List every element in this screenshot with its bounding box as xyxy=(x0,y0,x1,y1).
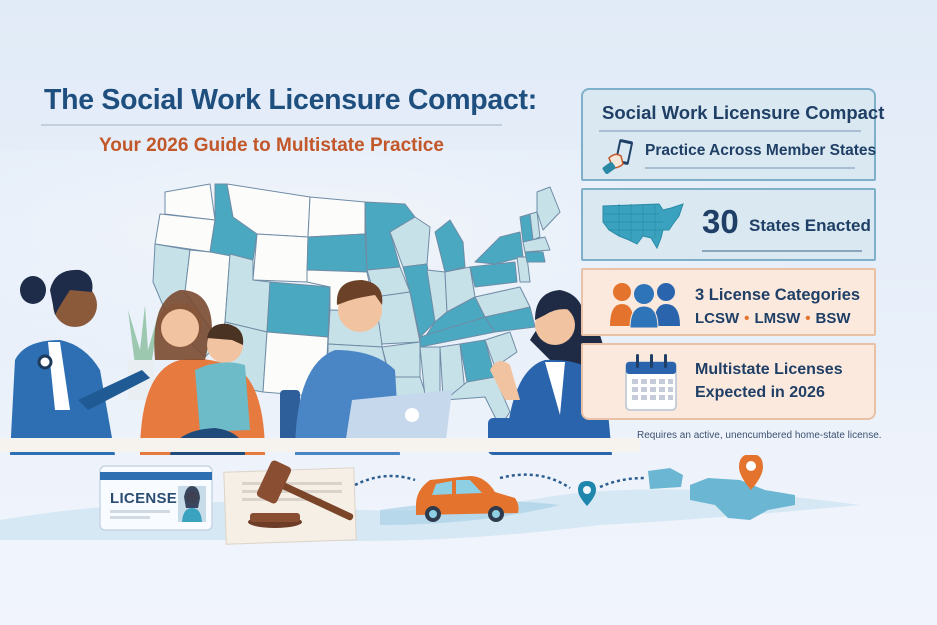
separator-dot: • xyxy=(744,310,750,327)
destination-map-pin-icon xyxy=(739,455,763,490)
compact-info-card: Social Work Licensure Compact Practice A… xyxy=(581,88,884,181)
states-enacted-card: 30 States Enacted xyxy=(581,188,876,261)
separator-dot: • xyxy=(805,310,811,327)
card-subtitle: Practice Across Member States xyxy=(645,142,877,159)
people-group-icon xyxy=(610,283,680,329)
mother-holding-child xyxy=(140,290,265,455)
social-worker-with-clipboard xyxy=(10,269,150,455)
people-scene xyxy=(10,269,612,455)
categories-list: LCSW•LMSW•BSW xyxy=(695,310,851,327)
title-divider xyxy=(41,124,502,126)
car-icon xyxy=(416,476,519,522)
license-card-label: LICENSE xyxy=(110,490,178,507)
states-count: 30 xyxy=(702,203,739,240)
man-with-laptop xyxy=(280,280,452,455)
timeline-line1: Multistate Licenses xyxy=(695,361,843,378)
gavel-on-document-icon xyxy=(223,460,357,545)
card-divider xyxy=(645,167,855,169)
location-pin-icon xyxy=(578,481,596,506)
category-lmsw: LMSW xyxy=(754,310,801,327)
states-label: States Enacted xyxy=(749,216,871,235)
requirement-footnote: Requires an active, unencumbered home-st… xyxy=(637,430,882,441)
calendar-icon xyxy=(625,354,677,411)
multistate-timeline-card: Multistate Licenses Expected in 2026 xyxy=(581,343,876,420)
category-bsw: BSW xyxy=(815,310,851,327)
category-lcsw: LCSW xyxy=(695,310,740,327)
card-title: Social Work Licensure Compact xyxy=(602,102,885,123)
desk-surface xyxy=(0,438,640,452)
timeline-line2: Expected in 2026 xyxy=(695,384,825,401)
hand-holding-phone-icon xyxy=(602,139,633,174)
page-title: The Social Work Licensure Compact: xyxy=(44,84,537,116)
us-map-icon xyxy=(602,203,684,250)
card-divider xyxy=(702,250,862,252)
journey-illustration xyxy=(0,455,860,545)
license-categories-card: 3 License Categories LCSW•LMSW•BSW xyxy=(581,268,876,336)
categories-title: 3 License Categories xyxy=(695,286,861,304)
destination-states-map xyxy=(648,468,795,520)
page-subtitle: Your 2026 Guide to Multistate Practice xyxy=(99,135,444,156)
card-divider xyxy=(599,130,861,132)
license-card-icon xyxy=(99,465,213,531)
